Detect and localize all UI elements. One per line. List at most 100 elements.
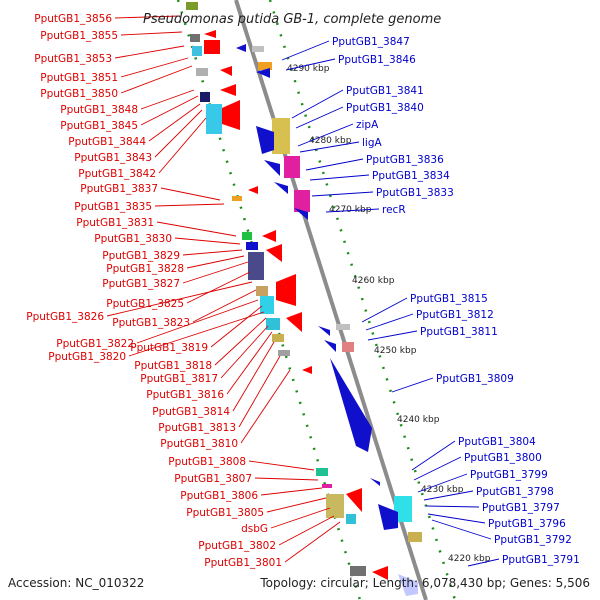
gene-label[interactable]: PputGB1_3840 bbox=[346, 102, 424, 114]
right-label-group: PputGB1_3847PputGB1_3846PputGB1_3841Pput… bbox=[281, 36, 580, 567]
leader-line bbox=[467, 558, 500, 567]
gene-label[interactable]: PputGB1_3813 bbox=[158, 422, 236, 434]
gene-box bbox=[336, 324, 350, 330]
gene-label[interactable]: PputGB1_3810 bbox=[160, 438, 238, 450]
gene-box bbox=[242, 232, 252, 240]
gene-label[interactable]: PputGB1_3818 bbox=[134, 360, 212, 372]
leader-line bbox=[311, 191, 374, 197]
gene-label[interactable]: PputGB1_3817 bbox=[140, 373, 218, 385]
map-title: Pseudomonas putida GB-1, complete genome bbox=[143, 12, 441, 27]
gene-arrow bbox=[372, 566, 388, 580]
gene-label[interactable]: PputGB1_3823 bbox=[112, 317, 190, 329]
gene-label[interactable]: PputGB1_3837 bbox=[80, 183, 158, 195]
gene-box bbox=[278, 350, 290, 356]
gene-arrow bbox=[204, 30, 216, 38]
gene-label[interactable]: PputGB1_3851 bbox=[40, 72, 118, 84]
gene-label[interactable]: PputGB1_3819 bbox=[130, 342, 208, 354]
gene-label[interactable]: PputGB1_3816 bbox=[146, 389, 224, 401]
gene-label[interactable]: PputGB1_3825 bbox=[106, 298, 184, 310]
gene-label[interactable]: PputGB1_3853 bbox=[34, 53, 112, 65]
gene-label[interactable]: PputGB1_3811 bbox=[420, 326, 498, 338]
gene-label[interactable]: PputGB1_3843 bbox=[74, 152, 152, 164]
leader-line bbox=[427, 513, 486, 524]
gene-arrow bbox=[370, 478, 380, 486]
gene-label[interactable]: PputGB1_3802 bbox=[198, 540, 276, 552]
gene-box bbox=[342, 342, 354, 352]
gene-label[interactable]: zipA bbox=[356, 119, 379, 131]
gene-label[interactable]: PputGB1_3800 bbox=[464, 452, 542, 464]
gene-label[interactable]: PputGB1_3807 bbox=[174, 473, 252, 485]
gene-label[interactable]: PputGB1_3809 bbox=[436, 373, 514, 385]
gene-box bbox=[258, 62, 272, 70]
gene-label[interactable]: recR bbox=[382, 204, 406, 216]
leader-line bbox=[182, 249, 243, 256]
gene-box bbox=[350, 566, 366, 576]
leader-line bbox=[210, 305, 263, 348]
gene-label[interactable]: PputGB1_3815 bbox=[410, 293, 488, 305]
kbp-tick-label: 4220 kbp bbox=[448, 554, 491, 564]
gene-label[interactable]: PputGB1_3808 bbox=[168, 456, 246, 468]
gene-label[interactable]: PputGB1_3799 bbox=[470, 469, 548, 481]
gene-label[interactable]: PputGB1_3831 bbox=[76, 217, 154, 229]
gene-label[interactable]: PputGB1_3841 bbox=[346, 85, 424, 97]
gene-label[interactable]: PputGB1_3855 bbox=[40, 30, 118, 42]
gene-label[interactable]: PputGB1_3820 bbox=[48, 351, 126, 363]
leader-line bbox=[128, 311, 265, 357]
gene-label[interactable]: PputGB1_3827 bbox=[102, 278, 180, 290]
summary-text: Topology: circular; Length: 6,078,430 bp… bbox=[259, 576, 590, 590]
gene-label[interactable]: PputGB1_3844 bbox=[68, 136, 146, 148]
gene-box bbox=[204, 40, 220, 54]
gene-label[interactable]: PputGB1_3822 bbox=[56, 338, 134, 350]
gene-box bbox=[294, 190, 310, 212]
gene-box bbox=[186, 2, 198, 10]
gene-box bbox=[322, 484, 332, 488]
leader-line bbox=[254, 477, 319, 481]
gene-label[interactable]: PputGB1_3846 bbox=[338, 54, 416, 66]
gene-label[interactable]: PputGB1_3833 bbox=[376, 187, 454, 199]
leader-line bbox=[425, 505, 480, 508]
gene-label[interactable]: PputGB1_3830 bbox=[94, 233, 172, 245]
gene-label[interactable]: PputGB1_3791 bbox=[502, 554, 580, 566]
gene-label[interactable]: PputGB1_3835 bbox=[74, 201, 152, 213]
gene-label[interactable]: PputGB1_3834 bbox=[372, 170, 450, 182]
kbp-tick-label: 4250 kbp bbox=[374, 346, 417, 356]
leader-line bbox=[220, 325, 269, 379]
gene-label[interactable]: PputGB1_3796 bbox=[488, 518, 566, 530]
gene-label[interactable]: PputGB1_3847 bbox=[332, 36, 410, 48]
gene-label[interactable]: PputGB1_3804 bbox=[458, 436, 536, 448]
gene-label[interactable]: PputGB1_3845 bbox=[60, 120, 138, 132]
gene-label[interactable]: PputGB1_3850 bbox=[40, 88, 118, 100]
gene-arrow bbox=[294, 208, 308, 220]
gene-label[interactable]: PputGB1_3856 bbox=[34, 13, 112, 25]
gene-label[interactable]: PputGB1_3792 bbox=[494, 534, 572, 546]
gene-box bbox=[246, 242, 258, 250]
gene-label[interactable]: PputGB1_3798 bbox=[476, 486, 554, 498]
leader-line bbox=[270, 507, 331, 529]
gene-arrow bbox=[256, 68, 270, 78]
leader-line bbox=[295, 106, 344, 129]
gene-label[interactable]: dsbG bbox=[241, 523, 268, 535]
gene-label[interactable]: PputGB1_3801 bbox=[204, 557, 282, 569]
gene-box bbox=[190, 34, 200, 42]
gene-label[interactable]: PputGB1_3836 bbox=[366, 154, 444, 166]
gene-label[interactable]: PputGB1_3812 bbox=[416, 309, 494, 321]
gene-box bbox=[272, 118, 290, 154]
gene-label[interactable]: PputGB1_3829 bbox=[102, 250, 180, 262]
gene-label[interactable]: ligA bbox=[362, 137, 382, 149]
gene-arrow bbox=[256, 126, 274, 154]
leader-line bbox=[299, 141, 360, 153]
gene-label[interactable]: PputGB1_3805 bbox=[186, 507, 264, 519]
leader-line bbox=[136, 299, 259, 344]
dash-track-right bbox=[268, 0, 457, 600]
gene-label[interactable]: PputGB1_3848 bbox=[60, 104, 138, 116]
leader-line bbox=[417, 473, 468, 493]
gene-label[interactable]: PputGB1_3842 bbox=[78, 168, 156, 180]
gene-box bbox=[266, 318, 280, 330]
leader-line bbox=[431, 519, 492, 540]
gene-label[interactable]: PputGB1_3814 bbox=[152, 406, 230, 418]
gene-label[interactable]: PputGB1_3826 bbox=[26, 311, 104, 323]
gene-label[interactable]: PputGB1_3797 bbox=[482, 502, 560, 514]
gene-label[interactable]: PputGB1_3828 bbox=[106, 263, 184, 275]
leader-line bbox=[305, 158, 364, 171]
gene-label[interactable]: PputGB1_3806 bbox=[180, 490, 258, 502]
